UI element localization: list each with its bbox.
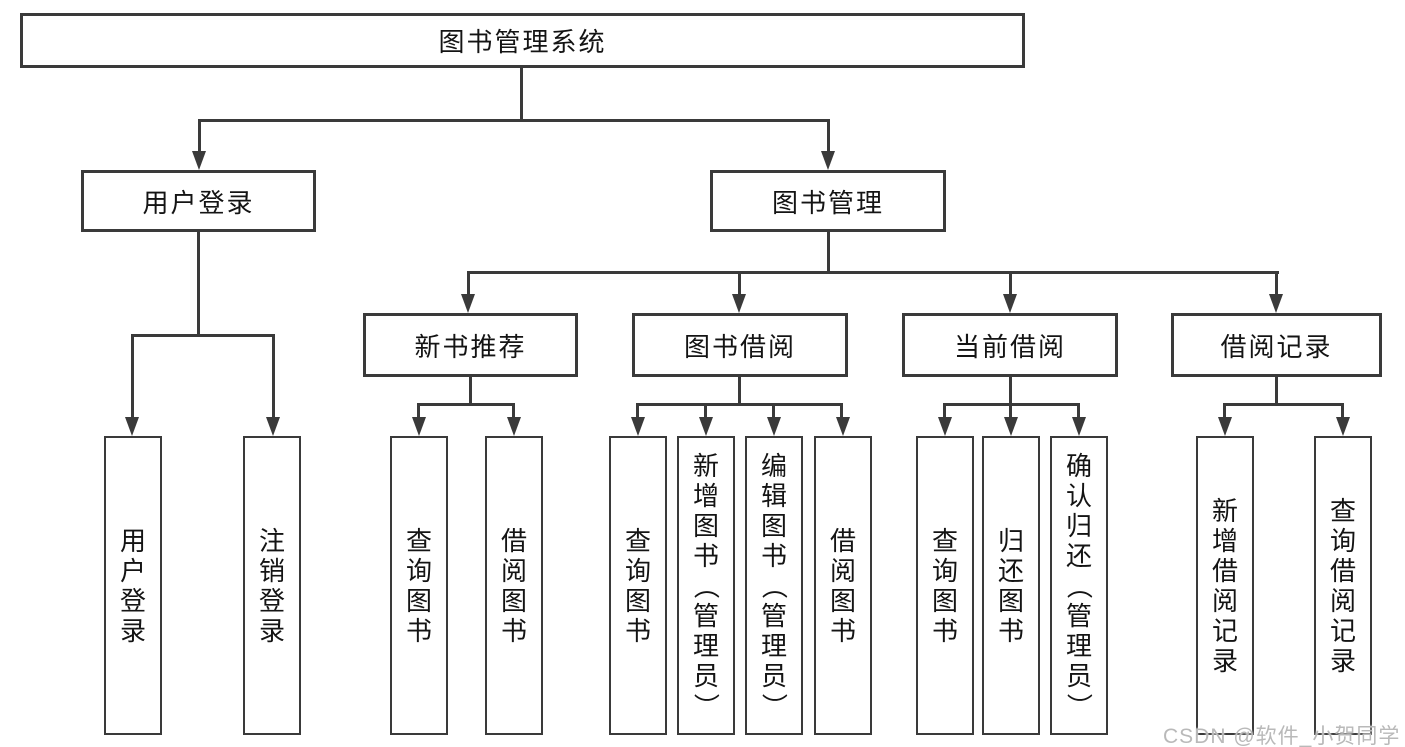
arrowhead <box>125 417 139 436</box>
node-label: 用户登录 <box>119 525 146 646</box>
node-label: 归还图书 <box>997 525 1024 646</box>
leaf-confirm-return-admin: 确认归还（管理员） <box>1050 436 1108 735</box>
arrowhead <box>938 417 952 436</box>
leaf-borrow-books-1: 借阅图书 <box>485 436 543 735</box>
watermark: CSDN @软件_小贺同学 <box>1163 725 1401 747</box>
arrowhead <box>732 294 746 313</box>
connector-line <box>1223 403 1344 406</box>
connector-line <box>197 230 200 337</box>
node-label: 图书借阅 <box>683 331 796 362</box>
node-label: 借阅图书 <box>500 525 527 646</box>
arrowhead <box>1336 417 1350 436</box>
arrowhead <box>1004 417 1018 436</box>
node-label: 图书管理 <box>771 187 884 218</box>
leaf-query-books-1: 查询图书 <box>390 436 448 735</box>
node-label: 图书管理系统 <box>438 27 607 57</box>
connector-line <box>469 375 472 406</box>
node-current-borrowing: 当前借阅 <box>902 313 1118 377</box>
leaf-borrow-books-2: 借阅图书 <box>814 436 872 735</box>
node-borrowing-records: 借阅记录 <box>1171 313 1382 377</box>
connector-line <box>512 403 515 419</box>
arrowhead <box>821 151 835 170</box>
connector-line <box>738 271 741 297</box>
leaf-query-books-3: 查询图书 <box>916 436 974 735</box>
connector-line <box>1341 403 1344 419</box>
node-book-borrowing: 图书借阅 <box>632 313 848 377</box>
connector-line <box>1223 403 1226 419</box>
connector-line <box>131 334 134 419</box>
node-label: 新增图书（管理员） <box>690 450 721 719</box>
connector-line <box>1009 375 1012 406</box>
arrowhead <box>412 417 426 436</box>
arrowhead <box>1003 294 1017 313</box>
node-label: 查询借阅记录 <box>1329 495 1356 676</box>
connector-line <box>1077 403 1080 419</box>
connector-line <box>417 403 420 419</box>
node-label: 注销登录 <box>258 525 285 646</box>
node-label: 借阅记录 <box>1220 331 1333 362</box>
connector-line <box>417 403 515 406</box>
connector-line <box>272 334 275 419</box>
connector-line <box>198 119 201 153</box>
leaf-add-books-admin: 新增图书（管理员） <box>677 436 735 735</box>
connector-line <box>520 66 523 121</box>
connector-line <box>1275 375 1278 406</box>
connector-line <box>1009 271 1012 297</box>
node-label: 借阅图书 <box>829 525 856 646</box>
leaf-logout: 注销登录 <box>243 436 301 735</box>
node-label: 确认归还（管理员） <box>1063 450 1094 719</box>
arrowhead <box>507 417 521 436</box>
connector-line <box>827 230 830 274</box>
connector-line <box>467 271 470 297</box>
leaf-query-borrow-record: 查询借阅记录 <box>1314 436 1372 735</box>
node-label: 用户登录 <box>142 187 255 218</box>
arrowhead <box>1269 294 1283 313</box>
leaf-return-books: 归还图书 <box>982 436 1040 735</box>
leaf-user-login: 用户登录 <box>104 436 162 735</box>
leaf-edit-books-admin: 编辑图书（管理员） <box>745 436 803 735</box>
arrowhead <box>767 417 781 436</box>
connector-line <box>827 119 830 153</box>
node-label: 查询图书 <box>405 525 432 646</box>
connector-line <box>1009 403 1012 419</box>
connector-line <box>772 403 775 419</box>
connector-line <box>636 403 639 419</box>
arrowhead <box>836 417 850 436</box>
leaf-query-books-2: 查询图书 <box>609 436 667 735</box>
connector-line <box>1275 271 1278 297</box>
node-label: 当前借阅 <box>953 331 1066 362</box>
connector-line <box>198 119 830 122</box>
node-new-book-recommendation: 新书推荐 <box>363 313 578 377</box>
connector-line <box>840 403 843 419</box>
node-user-login: 用户登录 <box>81 170 316 232</box>
connector-line <box>131 334 275 337</box>
node-library-management-system: 图书管理系统 <box>20 13 1025 68</box>
connector-line <box>704 403 707 419</box>
arrowhead <box>1218 417 1232 436</box>
connector-line <box>943 403 946 419</box>
connector-line <box>636 403 843 406</box>
node-book-management: 图书管理 <box>710 170 946 232</box>
arrowhead <box>266 417 280 436</box>
node-label: 查询图书 <box>624 525 651 646</box>
arrowhead <box>699 417 713 436</box>
node-label: 新书推荐 <box>414 331 527 362</box>
arrowhead <box>631 417 645 436</box>
node-label: 新增借阅记录 <box>1211 495 1238 676</box>
node-label: 查询图书 <box>931 525 958 646</box>
arrowhead <box>461 294 475 313</box>
leaf-add-borrow-record: 新增借阅记录 <box>1196 436 1254 735</box>
node-label: 编辑图书（管理员） <box>758 450 789 719</box>
arrowhead <box>192 151 206 170</box>
connector-line <box>738 375 741 406</box>
connector-line <box>467 271 1279 274</box>
arrowhead <box>1072 417 1086 436</box>
